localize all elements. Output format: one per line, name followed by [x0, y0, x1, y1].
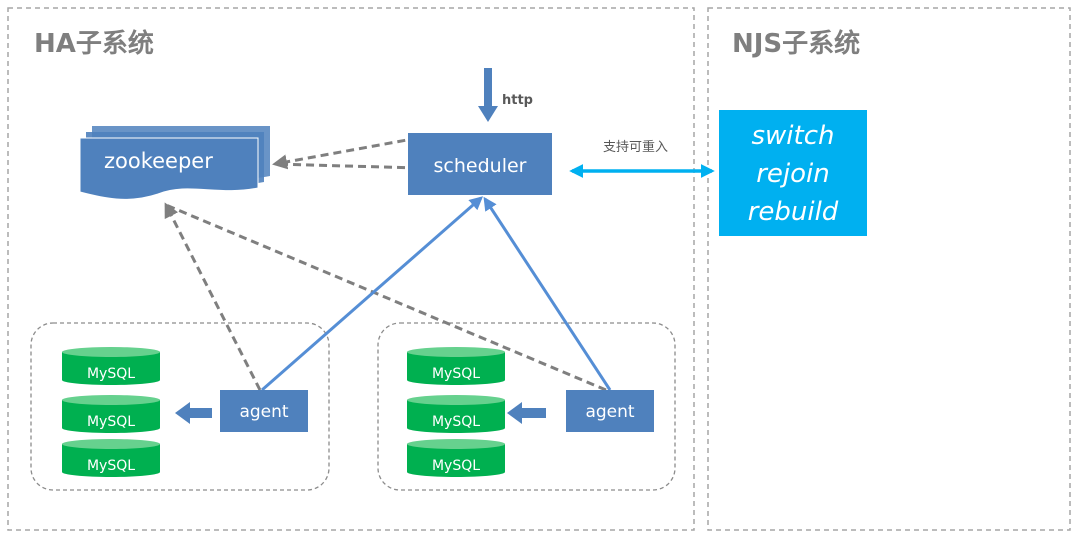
scheduler-to-zookeeper-link-lower [274, 162, 419, 170]
agent-left-label: agent [239, 402, 288, 422]
zookeeper-label: zookeeper [104, 149, 213, 173]
agent-right-label: agent [585, 402, 634, 422]
agent-left-to-zookeeper-link [164, 202, 262, 391]
agent-right-to-scheduler-link [483, 196, 612, 391]
mysql-db-left-2 [62, 395, 160, 433]
http-label: http [502, 93, 533, 108]
mysql-label: MySQL [432, 366, 480, 382]
agent-left-to-scheduler-link [261, 196, 484, 392]
zookeeper-node [79, 126, 270, 200]
mysql-label: MySQL [432, 414, 480, 430]
http-arrow [478, 68, 498, 122]
njs-op-switch: switch [751, 121, 834, 151]
mysql-label: MySQL [87, 458, 135, 474]
mysql-label: MySQL [432, 458, 480, 474]
agent-right-node [566, 390, 654, 432]
mysql-db-right-3 [407, 439, 505, 477]
agent-group-left [30, 322, 330, 491]
scheduler-node [408, 133, 552, 195]
mysql-db-right-2 [407, 395, 505, 433]
agent-left-node [220, 390, 308, 432]
scheduler-label: scheduler [434, 155, 527, 177]
mysql-label: MySQL [87, 414, 135, 430]
mysql-db-left-3 [62, 439, 160, 477]
mysql-db-left-1 [62, 347, 160, 385]
ha-title: HA子系统 [34, 28, 154, 59]
agent-right-to-mysql-arrow [507, 402, 546, 424]
njs-operations-box [719, 110, 867, 236]
njs-title: NJS子系统 [732, 28, 860, 59]
njs-subsystem-frame [707, 7, 1071, 531]
agent-right-to-zookeeper-link [165, 203, 607, 392]
njs-link-label: 支持可重入 [603, 139, 668, 155]
agent-left-to-mysql-arrow [175, 402, 212, 424]
ha-subsystem-frame [7, 7, 695, 531]
mysql-db-right-1 [407, 347, 505, 385]
scheduler-to-zookeeper-link-upper [272, 136, 419, 170]
njs-op-rebuild: rebuild [748, 197, 839, 227]
agent-group-right [377, 322, 676, 491]
njs-op-rejoin: rejoin [756, 159, 830, 189]
mysql-label: MySQL [87, 366, 135, 382]
